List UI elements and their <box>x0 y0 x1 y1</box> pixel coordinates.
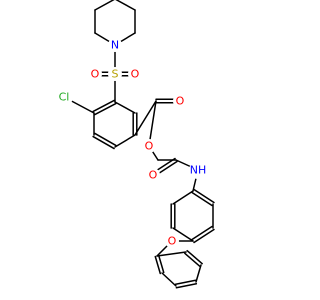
bond-c6-c1 <box>156 251 187 257</box>
atom-cl-text: Cl <box>59 91 70 104</box>
bond-c2-c3 <box>161 272 177 287</box>
atom-o-sulfonyl-left: O <box>88 67 102 81</box>
bond-p3-p4 <box>94 0 115 11</box>
bond-a4-a5 <box>114 134 136 148</box>
atom-nh-amide-text: NH <box>190 164 207 177</box>
bond-c5-c6-b <box>184 252 201 268</box>
bond-b1-b2-b <box>193 188 215 204</box>
atom-o-ether: O <box>165 234 179 248</box>
bonds <box>63 0 215 289</box>
atom-o-sulfonyl-right-text: O <box>131 68 140 81</box>
bond-b6-b1 <box>172 190 194 205</box>
atom-s-sulfonyl-text: S <box>112 68 119 81</box>
atom-n-piperidine-text: N <box>111 39 119 52</box>
atom-o-amide: O <box>146 168 160 182</box>
bond-c4-c5 <box>195 264 202 283</box>
bond-a3-a4-a <box>92 135 115 150</box>
bond-b1-b2-a <box>191 191 213 207</box>
atom-s-sulfonyl: S <box>108 67 122 81</box>
bond-c1-c2-a <box>154 255 162 275</box>
atom-o-ester-text: O <box>145 140 154 153</box>
atom-o-ester-carbonyl: O <box>173 94 187 108</box>
bond-b4-b5 <box>172 227 194 242</box>
atom-o-ester: O <box>142 139 156 153</box>
bond-c1-c2-b <box>157 254 165 274</box>
atom-labels: N S O O Cl O O O <box>55 38 207 248</box>
bond-c5-c6-a <box>186 249 203 265</box>
bond-a6-a1 <box>114 101 136 114</box>
atom-cl: Cl <box>55 88 73 106</box>
atom-o-amide-text: O <box>149 169 158 182</box>
bond-b3-b4-a <box>191 225 213 241</box>
bond-b3-b4-b <box>193 228 215 244</box>
atom-n-piperidine: N <box>108 38 122 52</box>
atom-o-sulfonyl-right: O <box>128 67 142 81</box>
bond-a1-a2-a <box>92 99 115 113</box>
bond-cc-oe <box>148 100 157 147</box>
atom-o-ether-text: O <box>168 235 177 248</box>
bond-a5-cc <box>134 100 157 136</box>
atom-o-sulfonyl-left-text: O <box>91 68 100 81</box>
bond-c3-c4-a <box>175 283 198 289</box>
bond-a3-a4-b <box>94 132 117 147</box>
bond-a1-a2-b <box>94 102 117 116</box>
molecule-structure: N S O O Cl O O O <box>55 0 215 289</box>
bond-p4-p5 <box>115 0 136 11</box>
atom-o-ester-carbonyl-text: O <box>176 95 185 108</box>
atom-nh-amide: NH <box>189 161 207 179</box>
bond-c3-c4-b <box>174 279 197 285</box>
